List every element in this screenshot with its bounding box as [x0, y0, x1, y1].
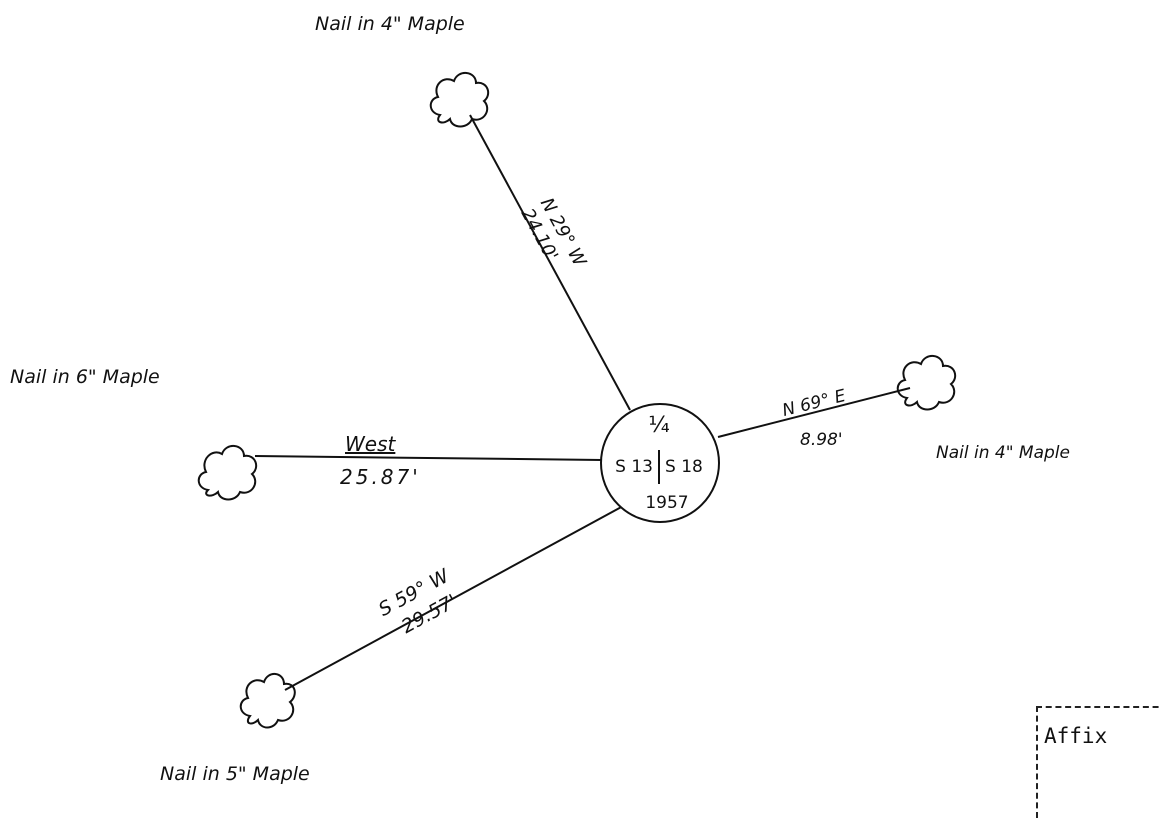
- corner-section-left: S 13: [615, 457, 653, 477]
- affix-stamp-box: [1036, 706, 1160, 818]
- tree-label-west: Nail in 6" Maple: [10, 366, 160, 388]
- tie-east-distance: 8.98': [800, 430, 843, 450]
- witness-diagram: ¼ S 13 S 18 1957 Nail in 4" Maple Nail i…: [10, 13, 1070, 785]
- tie-line-west: [254, 455, 603, 461]
- tree-label-north: Nail in 4" Maple: [315, 13, 465, 35]
- tie-line-north: [469, 114, 631, 411]
- tie-line-southwest: [284, 504, 626, 691]
- tree-east-icon: [896, 355, 957, 411]
- tree-north-icon: [429, 72, 490, 128]
- tie-west-bearing: West: [345, 432, 397, 456]
- section-corner: ¼ S 13 S 18 1957: [600, 403, 720, 523]
- tree-label-southwest: Nail in 5" Maple: [160, 763, 310, 785]
- tie-east-bearing: N 69° E: [780, 386, 848, 421]
- tie-line-east: [717, 387, 911, 438]
- corner-year: 1957: [645, 493, 688, 513]
- tree-west-icon: [197, 445, 258, 501]
- tree-southwest-icon: [239, 673, 296, 729]
- tie-west-distance: 25.87': [340, 465, 421, 489]
- corner-section-right: S 18: [665, 457, 703, 477]
- tree-label-east: Nail in 4" Maple: [936, 443, 1070, 463]
- corner-fraction: ¼: [648, 413, 669, 438]
- affix-label: Affix: [1044, 724, 1108, 748]
